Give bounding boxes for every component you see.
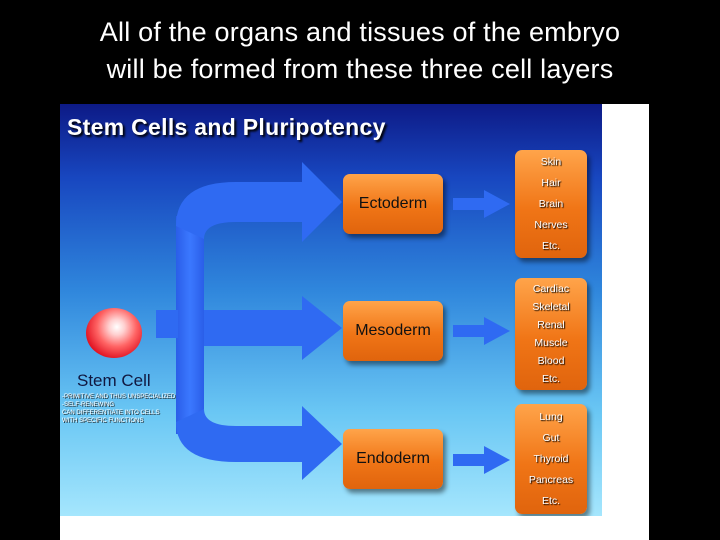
arrow-ectoderm-to-tissues: [453, 190, 510, 218]
stem-cell-label: Stem Cell: [77, 371, 151, 390]
arrow-mesoderm-to-tissues: [453, 317, 510, 345]
tissue-item: Lung: [539, 410, 563, 423]
stem-cell-note: CAN DIFFERENTIATE INTO CELLS: [62, 410, 160, 416]
stem-cell-note: WITH SPECIFIC FUNCTIONS: [62, 418, 144, 424]
arrow-trunk: [176, 216, 204, 434]
tissue-item: Cardiac: [532, 283, 570, 295]
tissue-item: Skeletal: [532, 301, 570, 313]
tissue-item: Nerves: [534, 218, 568, 231]
stem-cell-note: -SELF-RENEWING: [62, 402, 115, 408]
endoderm-label: Endoderm: [356, 450, 430, 467]
mesoderm-label: Mesoderm: [355, 322, 431, 339]
figure-title: Stem Cells and Pluripotency: [67, 114, 386, 140]
endoderm-tissues-box: Lung Gut Thyroid Pancreas Etc.: [515, 404, 587, 514]
slide-title-line-2: will be formed from these three cell lay…: [106, 54, 614, 84]
arrow-endoderm-to-tissues: [453, 446, 510, 474]
arrow-stub-left: [156, 310, 178, 338]
tissue-item: Thyroid: [533, 452, 569, 465]
figure-frame: Stem Cells and Pluripotency Stem Cell -P…: [60, 104, 649, 540]
stem-cell-diagram: Stem Cells and Pluripotency Stem Cell -P…: [60, 104, 602, 516]
tissue-item: Skin: [540, 156, 562, 169]
branching-arrows: [156, 162, 510, 480]
tissue-item: Renal: [537, 319, 565, 331]
stem-cell-note: -PRIMITIVE AND THUS UNSPECIALIZED: [62, 394, 176, 400]
tissue-item: Pancreas: [528, 474, 574, 487]
arrow-to-mesoderm: [204, 296, 342, 360]
arrow-to-ectoderm: [176, 162, 342, 242]
tissue-item: Blood: [537, 355, 565, 367]
tissue-item: Etc.: [541, 495, 561, 508]
tissue-item: Etc.: [541, 239, 561, 252]
tissue-item: Brain: [538, 197, 564, 210]
ectoderm-tissues-box: Skin Hair Brain Nerves Etc.: [515, 150, 587, 258]
tissue-item: Hair: [541, 177, 561, 190]
stem-cell-sphere: [86, 308, 142, 358]
slide-title: All of the organs and tissues of the emb…: [0, 14, 720, 88]
stem-cell-notes: -PRIMITIVE AND THUS UNSPECIALIZED -SELF-…: [62, 393, 180, 425]
tissue-item: Muscle: [534, 337, 568, 349]
ectoderm-label: Ectoderm: [358, 195, 428, 212]
tissue-item: Etc.: [541, 373, 561, 385]
arrow-to-endoderm: [176, 406, 342, 480]
mesoderm-box: Mesoderm: [343, 301, 443, 361]
ectoderm-box: Ectoderm: [343, 174, 443, 234]
mesoderm-tissues-box: Cardiac Skeletal Renal Muscle Blood Etc.: [515, 278, 587, 390]
tissue-item: Gut: [542, 431, 560, 444]
slide-title-line-1: All of the organs and tissues of the emb…: [99, 17, 621, 47]
endoderm-box: Endoderm: [343, 429, 443, 489]
